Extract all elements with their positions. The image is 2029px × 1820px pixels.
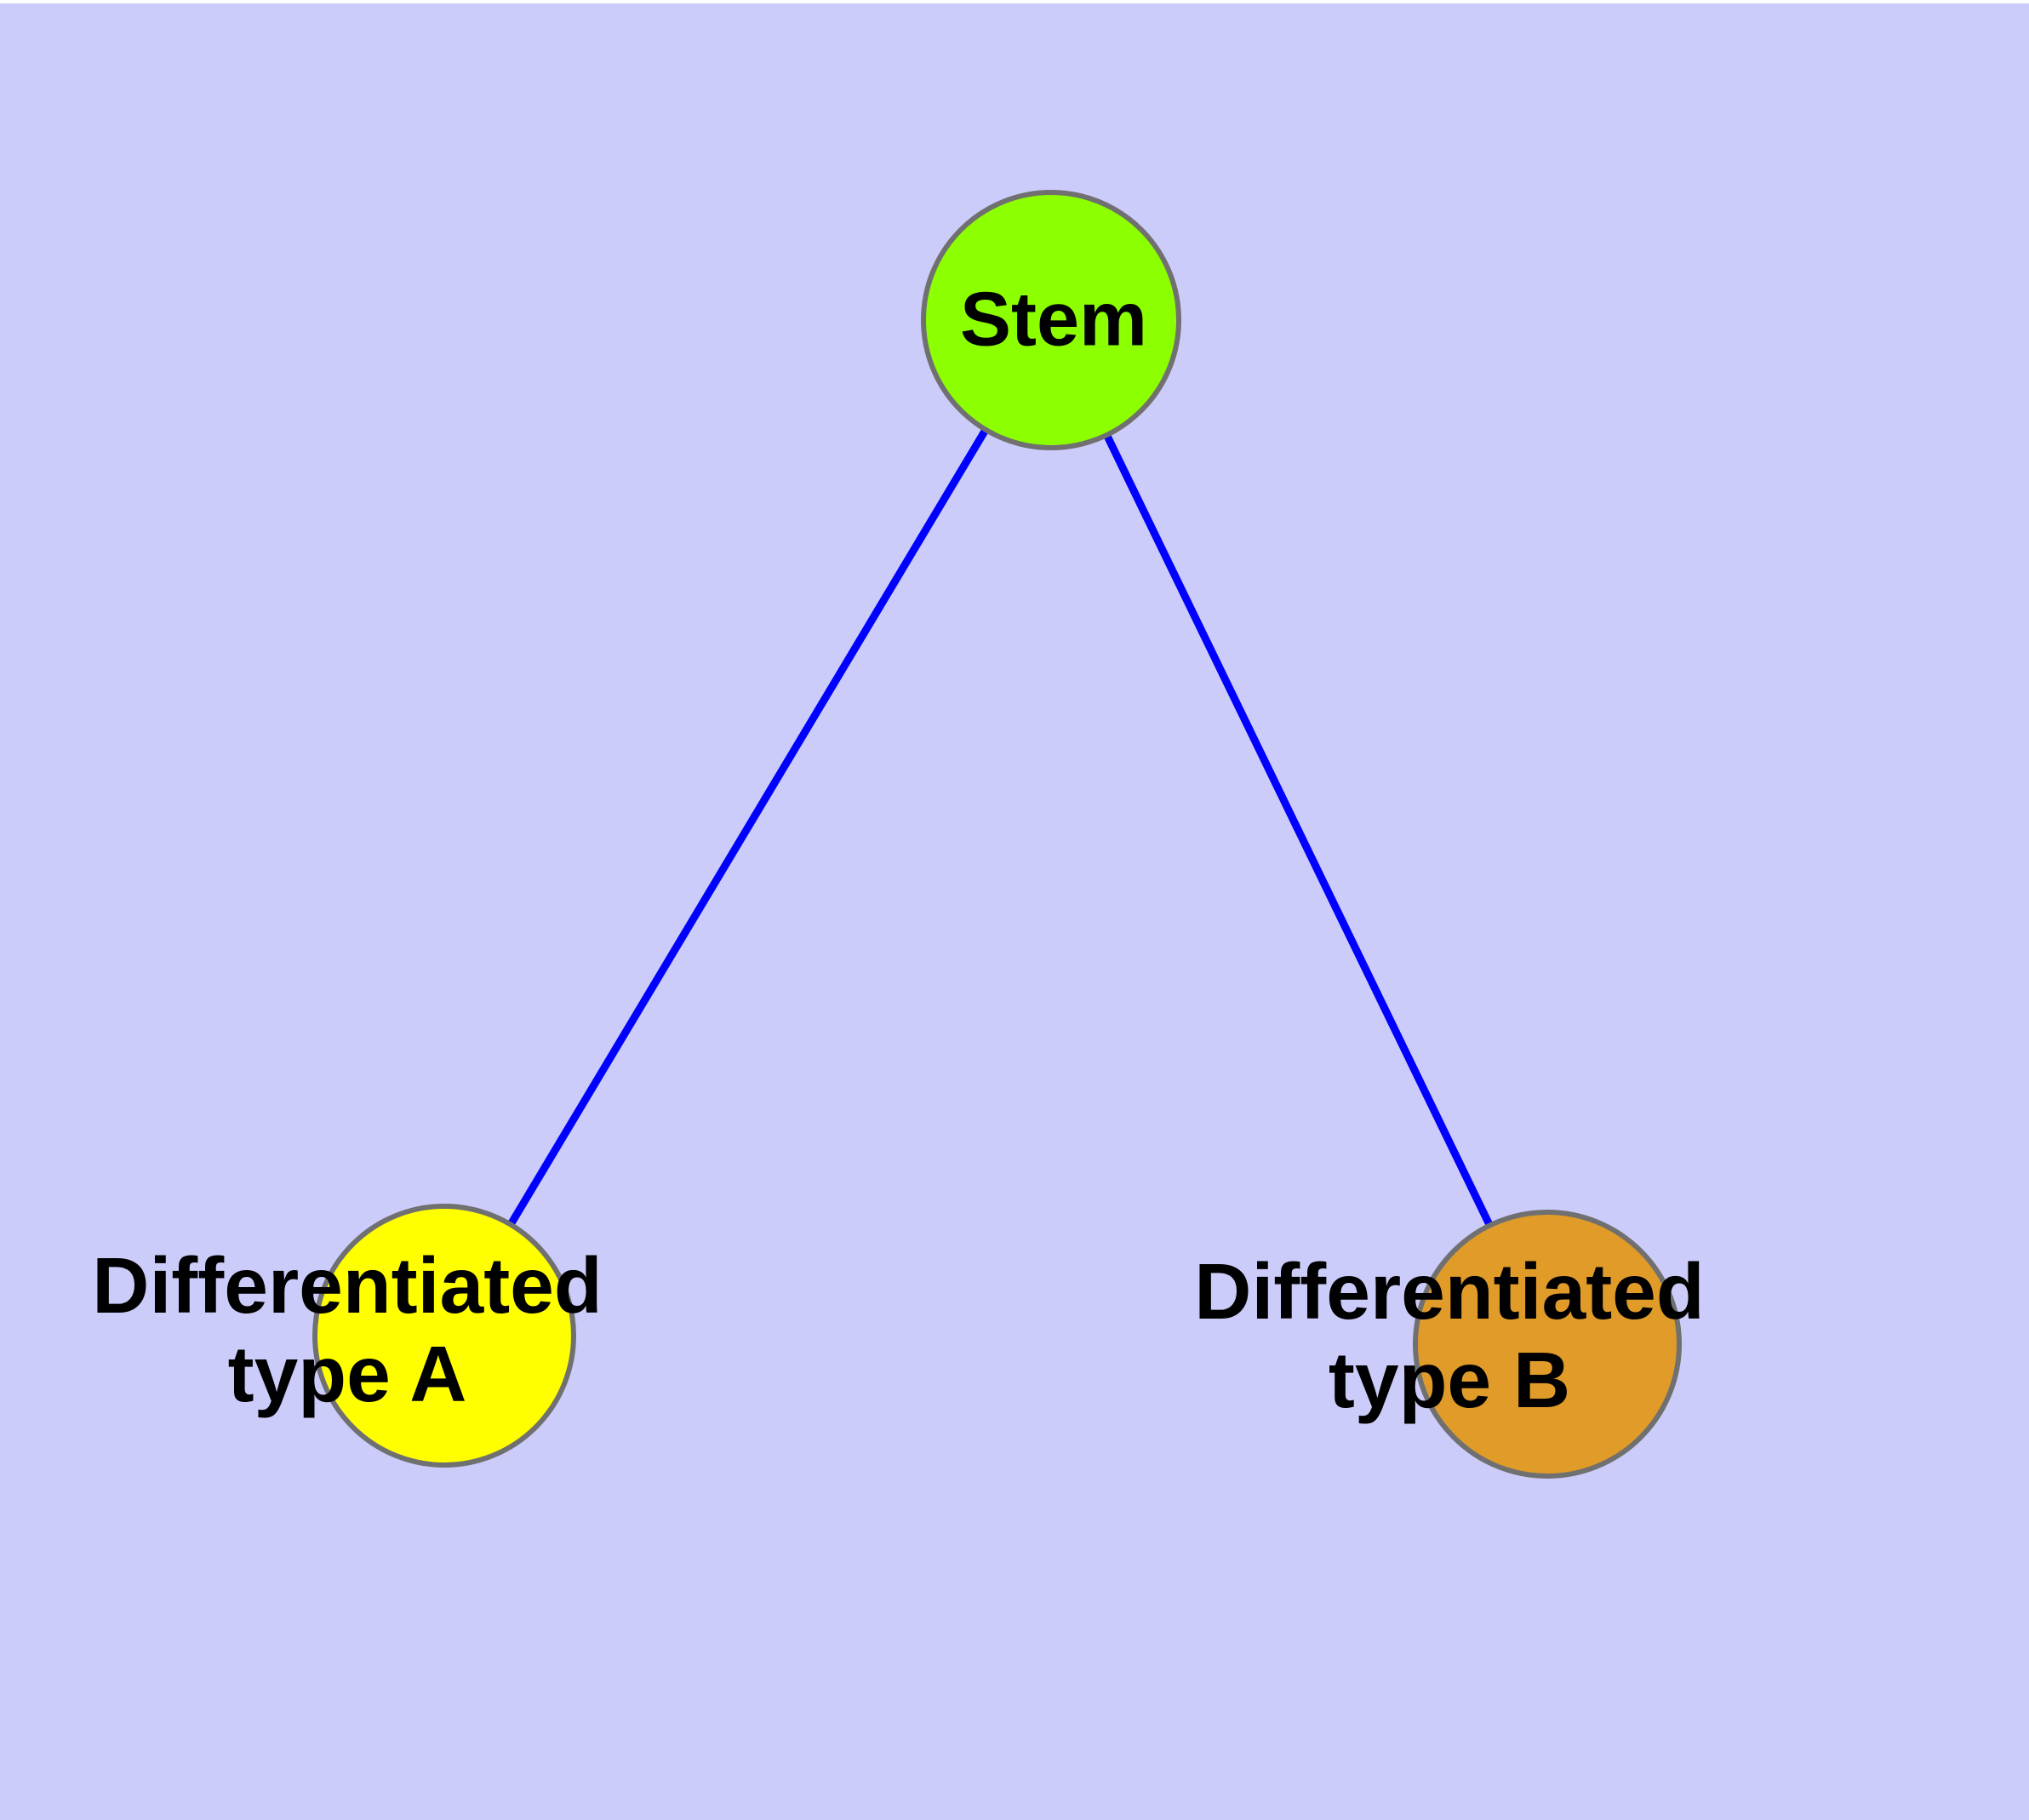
graph-edge-stem-diff_b [1047,318,1552,1346]
graph-node-stem[interactable] [921,190,1181,450]
graph-node-diff_b[interactable] [1413,1210,1682,1479]
graph-node-diff_a[interactable] [312,1204,576,1468]
nodes-group [312,190,1682,1479]
edges-group [441,318,1552,1346]
graph-svg [312,190,1682,1479]
graph-edge-stem-diff_a [441,318,1055,1338]
